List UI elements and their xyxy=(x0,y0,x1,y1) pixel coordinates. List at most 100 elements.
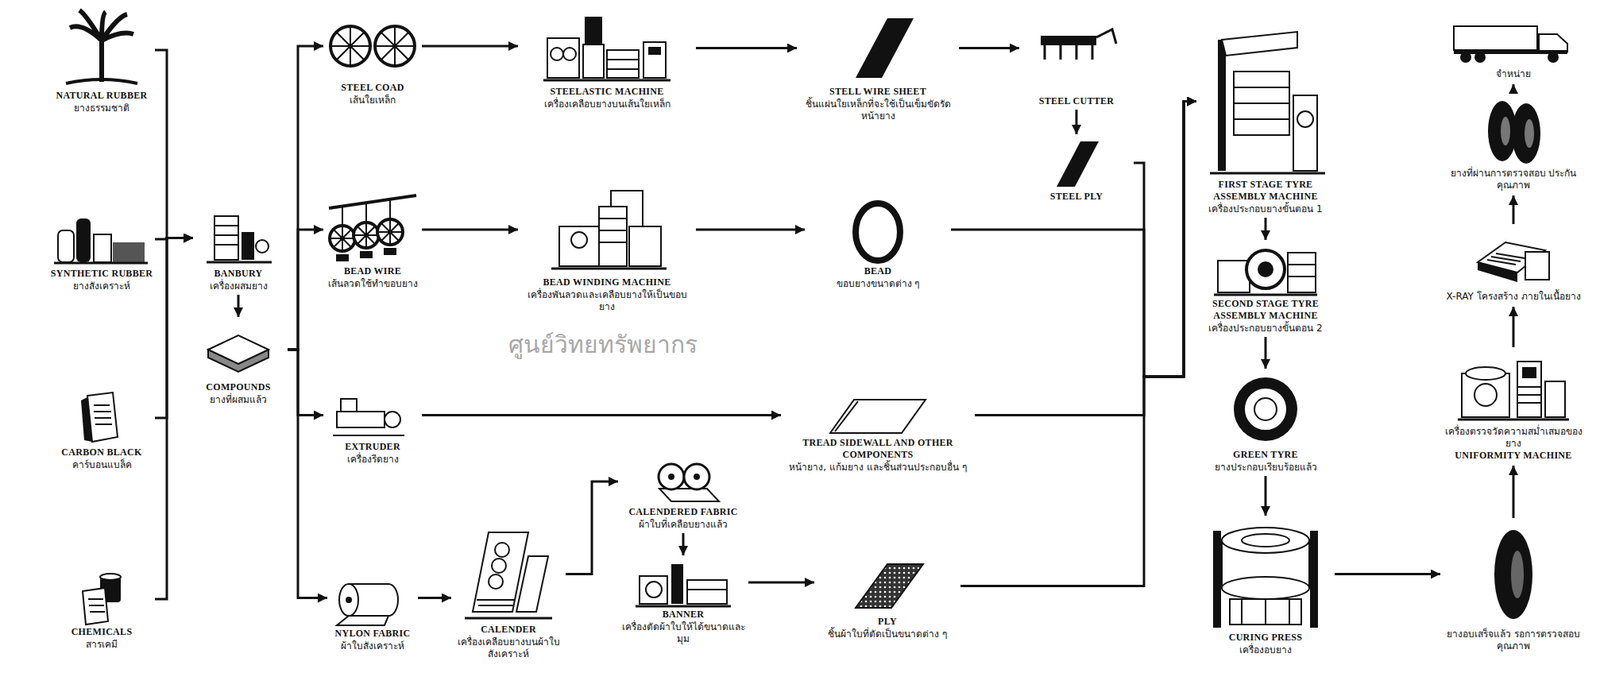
step-label: STEEL COAD xyxy=(324,81,421,94)
icon-part xyxy=(340,398,357,412)
icon-part xyxy=(559,226,600,267)
icon-part xyxy=(693,473,700,480)
icon-part xyxy=(599,206,627,267)
icon-part xyxy=(336,254,349,262)
icon-part xyxy=(1221,31,1298,56)
step-label: ผ้าใบสังเคราะห์ xyxy=(328,640,417,653)
step-label: ยางสังเคราะห์ xyxy=(50,280,154,293)
icon-part xyxy=(1477,262,1518,283)
icon-part xyxy=(855,203,901,261)
icon-part xyxy=(340,235,345,241)
equipment-icon xyxy=(54,218,148,263)
icon-part xyxy=(363,232,369,238)
icon-part xyxy=(87,392,118,442)
flow-arrow xyxy=(154,50,194,239)
equipment-icon xyxy=(658,463,719,502)
icon-part xyxy=(687,579,727,604)
flow-arrow xyxy=(1512,465,1515,518)
step-label: จำหน่าย xyxy=(1441,68,1585,81)
process-step: BANNERเครื่องตัดผ้าใบให้ได้ขนาดและมุม xyxy=(619,556,747,646)
flow-arrow xyxy=(421,413,781,417)
icon-part xyxy=(687,588,727,591)
equipment-icon xyxy=(1457,361,1570,420)
icon-part xyxy=(1257,261,1274,278)
icon-part xyxy=(1494,529,1533,619)
icon-part xyxy=(347,43,353,49)
icon-part xyxy=(571,231,588,248)
step-label: สารเคมี xyxy=(50,638,154,651)
step-label: เส้นลวดใช้ทำขอบยาง xyxy=(324,278,421,290)
step-label: คาร์บอนแบล็ค xyxy=(50,459,154,472)
icon-part xyxy=(1293,95,1318,171)
flow-arrow xyxy=(1334,572,1441,576)
icon-part xyxy=(1511,550,1524,599)
step-label: เครื่องเคลือบยางบนผ้าใบสังเคราะห์ xyxy=(452,636,565,661)
equipment-icon xyxy=(855,203,901,261)
icon-part xyxy=(1310,530,1318,628)
watermark: ศูนย์วิทยทรัพยากร xyxy=(508,325,698,364)
equipment-icon xyxy=(1487,100,1541,164)
icon-part xyxy=(464,617,553,620)
process-step: TREAD SIDEWALL AND OTHER COMPONENTSหน้าย… xyxy=(782,393,974,474)
icon-part xyxy=(547,38,580,78)
icon-part xyxy=(330,26,371,66)
flow-arrow xyxy=(417,596,452,600)
process-step: STEELASTIC MACHINEเครื่องเคลือบยางบนเส้น… xyxy=(519,10,695,111)
icon-part xyxy=(610,190,643,227)
step-label: ชิ้นแผ่นใยเหล็กที่จะใช้เป็นเข็มขัดรัดหน้… xyxy=(798,98,958,123)
equipment-icon xyxy=(1477,242,1550,283)
icon-part xyxy=(214,216,239,260)
equipment-icons xyxy=(54,10,1570,628)
step-label: STEEL PLY xyxy=(1020,190,1133,203)
icon-part xyxy=(392,43,398,49)
icon-part xyxy=(583,44,604,78)
icon-part xyxy=(1474,51,1486,63)
icon-part xyxy=(374,26,415,66)
flow-arrow xyxy=(695,46,797,50)
icon-part xyxy=(645,581,662,598)
icon-part xyxy=(1213,530,1222,628)
icon-part xyxy=(1044,45,1093,60)
step-label: เครื่องพันลวดและเคลือบยางให้เป็นขอบยาง xyxy=(519,289,695,314)
equipment-icon xyxy=(1209,31,1326,174)
icon-part xyxy=(241,231,255,260)
icon-part xyxy=(353,222,379,248)
icon-part xyxy=(1457,418,1570,422)
step-label: FIRST STAGE TYRE ASSEMBLY MACHINE xyxy=(1198,178,1334,203)
equipment-icon xyxy=(332,398,405,436)
icon-part xyxy=(57,230,74,263)
flow-arrow xyxy=(421,228,518,232)
process-step: CALENDERED FABRICผ้าใบที่เคลือบยางแล้ว xyxy=(619,456,747,531)
process-step: FIRST STAGE TYRE ASSEMBLY MACHINEเครื่อง… xyxy=(1198,23,1334,216)
icon-part xyxy=(855,564,924,608)
icon-part xyxy=(1465,367,1506,380)
equipment-icon xyxy=(82,573,121,625)
icon-part xyxy=(88,599,105,612)
equipment-icon xyxy=(65,10,138,84)
flow-arrow xyxy=(421,45,518,48)
flow-arrow xyxy=(960,101,1197,587)
step-label: NATURAL RUBBER xyxy=(50,89,154,102)
step-label: BEAD xyxy=(806,265,950,278)
equipment-icon xyxy=(1040,29,1117,60)
step-label: BEAD WINDING MACHINE xyxy=(519,276,695,289)
equipment-icon xyxy=(328,195,417,262)
equipment-icon xyxy=(208,335,269,372)
icon-part xyxy=(1221,576,1310,600)
icon-part xyxy=(214,225,239,245)
step-label: STEEL CUTTER xyxy=(1020,95,1133,108)
process-step: BEADขอบยางขนาดต่าง ๆ xyxy=(806,193,950,290)
icon-part xyxy=(65,79,138,84)
icon-part xyxy=(658,463,685,490)
process-step: BEAD WIREเส้นลวดใช้ทำขอบยาง xyxy=(324,193,421,290)
icon-part xyxy=(1460,51,1472,63)
icon-part xyxy=(834,401,858,432)
icon-part xyxy=(830,399,926,433)
equipment-icon xyxy=(830,399,926,433)
icon-part xyxy=(329,225,356,252)
icon-part xyxy=(1209,172,1326,175)
step-label: BEAD WIRE xyxy=(324,265,421,278)
step-label: GREEN TYRE xyxy=(1198,448,1334,461)
icon-part xyxy=(1453,26,1538,51)
